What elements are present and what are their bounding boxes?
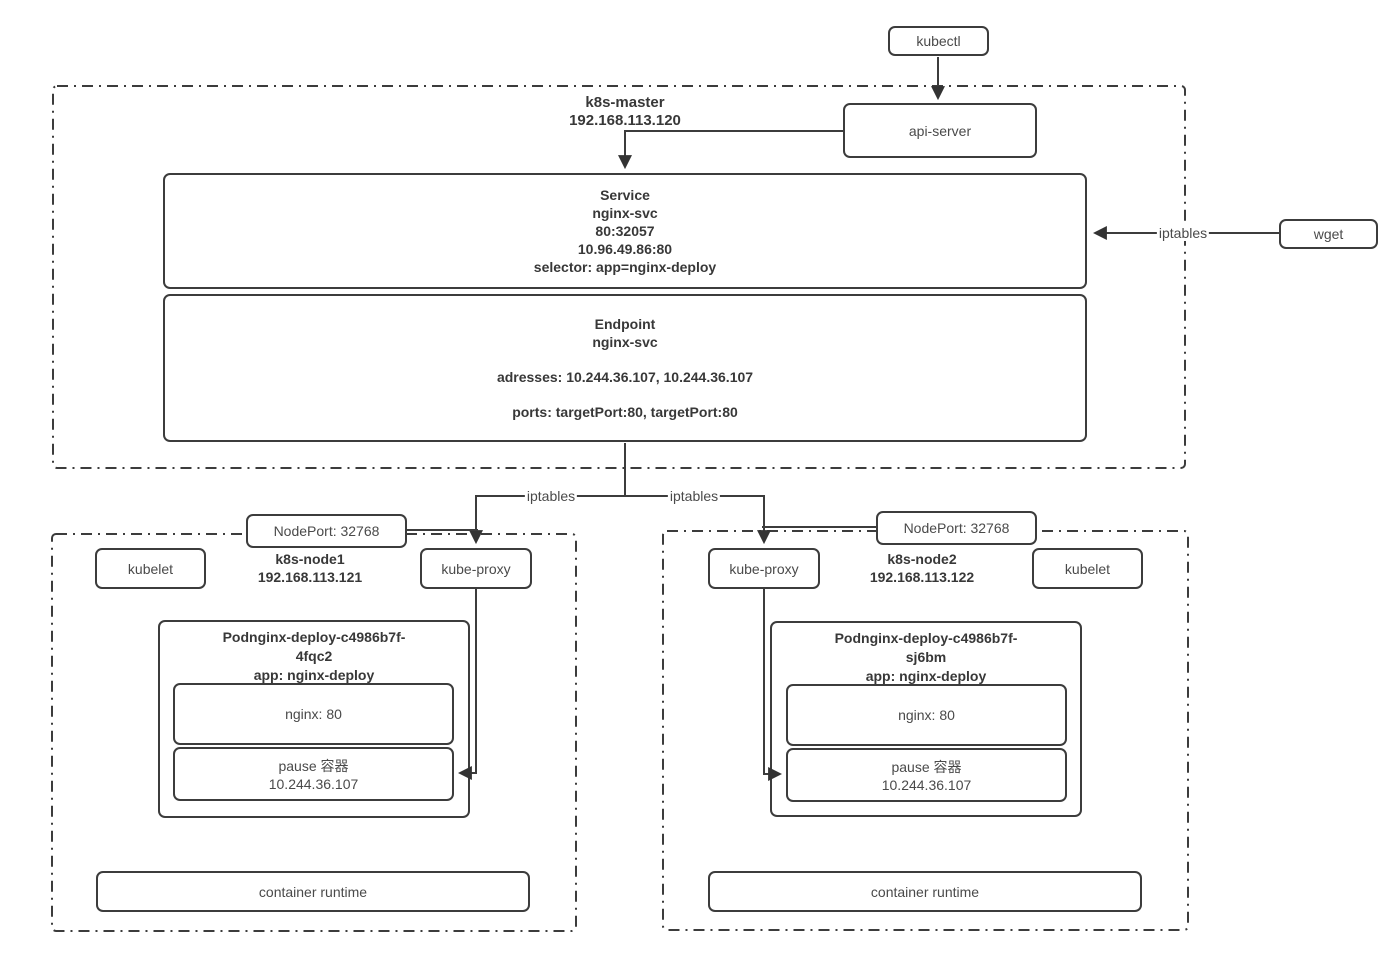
wget-label: wget bbox=[1313, 226, 1344, 242]
node2-nodeport-label: NodePort: 32768 bbox=[903, 520, 1010, 536]
node1-pause-ip: 10.244.36.107 bbox=[268, 776, 359, 792]
node1-kubelet-label: kubelet bbox=[127, 560, 174, 577]
node2-nginx-container-box: nginx: 80 bbox=[786, 684, 1067, 746]
service-cluster-ip: 10.96.49.86:80 bbox=[577, 241, 673, 257]
iptables-label-wget: iptables bbox=[1156, 225, 1210, 241]
service-name: nginx-svc bbox=[592, 205, 658, 221]
node1-title: k8s-node1 192.168.113.121 bbox=[230, 550, 390, 586]
service-selector: selector: app=nginx-deploy bbox=[533, 259, 717, 275]
node2-kubelet-label: kubelet bbox=[1064, 560, 1111, 577]
node2-pause-container-box: pause 容器 10.244.36.107 bbox=[786, 748, 1067, 802]
k8s-master-ip: 192.168.113.120 bbox=[569, 112, 681, 129]
node1-kubelet-box: kubelet bbox=[95, 548, 206, 589]
api-server-box: api-server bbox=[843, 103, 1037, 158]
node1-kube-proxy-box: kube-proxy bbox=[420, 548, 532, 589]
node1-nginx-container-box: nginx: 80 bbox=[173, 683, 454, 745]
node1-container-runtime-label: container runtime bbox=[258, 883, 368, 900]
node1-container-runtime-box: container runtime bbox=[96, 871, 530, 912]
wget-box: wget bbox=[1279, 219, 1378, 249]
node2-pod-title-line1: Podnginx-deploy-c4986b7f- bbox=[834, 630, 1018, 646]
api-server-label: api-server bbox=[908, 122, 972, 139]
node1-name: k8s-node1 bbox=[275, 551, 345, 567]
node2-ip: 192.168.113.122 bbox=[869, 569, 975, 585]
node2-kube-proxy-label: kube-proxy bbox=[729, 560, 799, 577]
kubectl-box: kubectl bbox=[888, 26, 989, 56]
node2-pod-title: Podnginx-deploy-c4986b7f- sj6bm app: ngi… bbox=[772, 629, 1080, 686]
node2-container-runtime-label: container runtime bbox=[870, 883, 980, 900]
node1-pod-title-line1: Podnginx-deploy-c4986b7f- bbox=[222, 629, 406, 645]
node1-pause-container-box: pause 容器 10.244.36.107 bbox=[173, 747, 454, 801]
iptables-label-right: iptables bbox=[667, 488, 721, 504]
node1-ip: 192.168.113.121 bbox=[257, 569, 363, 585]
k8s-master-name: k8s-master bbox=[585, 94, 665, 111]
service-port-map: 80:32057 bbox=[595, 223, 655, 239]
service-title: Service bbox=[600, 187, 650, 203]
node1-pod-title-line2: 4fqc2 bbox=[295, 648, 333, 664]
node1-nodeport-label: NodePort: 32768 bbox=[273, 523, 380, 539]
k8s-master-title: k8s-master 192.168.113.120 bbox=[540, 94, 710, 130]
node2-name: k8s-node2 bbox=[887, 551, 957, 567]
endpoint-title: Endpoint bbox=[594, 316, 656, 332]
endpoint-addresses: adresses: 10.244.36.107, 10.244.36.107 bbox=[496, 369, 754, 385]
node1-nodeport-box: NodePort: 32768 bbox=[246, 514, 407, 548]
service-box: Service nginx-svc 80:32057 10.96.49.86:8… bbox=[163, 173, 1087, 289]
node1-nginx-label: nginx: 80 bbox=[285, 706, 342, 722]
node2-pod-title-line2: sj6bm bbox=[905, 649, 947, 665]
node2-kubelet-box: kubelet bbox=[1032, 548, 1143, 589]
kubectl-label: kubectl bbox=[916, 33, 961, 49]
endpoint-name: nginx-svc bbox=[592, 334, 658, 350]
iptables-label-left: iptables bbox=[524, 488, 578, 504]
endpoint-ports: ports: targetPort:80, targetPort:80 bbox=[512, 404, 738, 420]
node1-kube-proxy-label: kube-proxy bbox=[441, 560, 511, 577]
node2-nginx-label: nginx: 80 bbox=[898, 707, 955, 723]
node2-container-runtime-box: container runtime bbox=[708, 871, 1142, 912]
node2-pause-label: pause 容器 bbox=[891, 759, 962, 775]
node2-title: k8s-node2 192.168.113.122 bbox=[842, 550, 1002, 586]
node2-kube-proxy-box: kube-proxy bbox=[708, 548, 820, 589]
node1-pause-label: pause 容器 bbox=[278, 758, 349, 774]
node2-nodeport-box: NodePort: 32768 bbox=[876, 511, 1037, 545]
node2-pause-ip: 10.244.36.107 bbox=[881, 777, 972, 793]
apiserver-to-service-line bbox=[618, 130, 843, 170]
endpoint-box: Endpoint nginx-svc adresses: 10.244.36.1… bbox=[163, 294, 1087, 442]
node1-pod-title: Podnginx-deploy-c4986b7f- 4fqc2 app: ngi… bbox=[160, 628, 468, 685]
